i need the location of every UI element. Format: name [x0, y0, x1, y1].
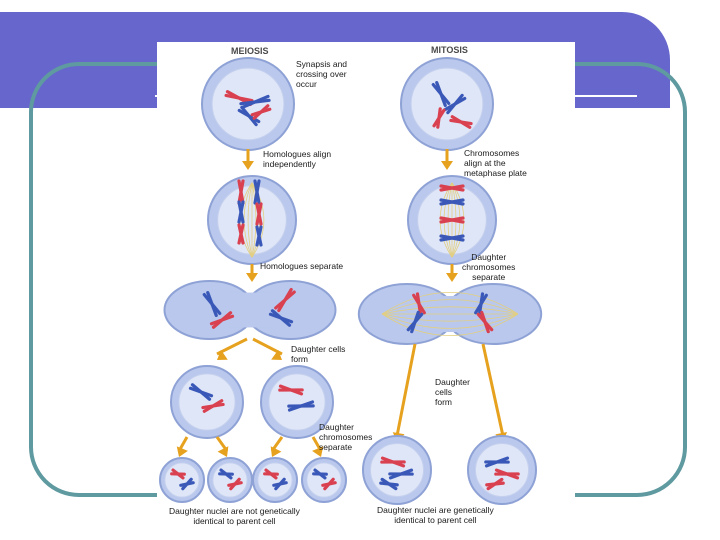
mitosis-cell-1-nucleus — [410, 67, 484, 141]
chromosome — [379, 477, 399, 491]
meiosis-arrow-3b-head — [271, 349, 282, 360]
meiosis-gamete-1-nucleus — [164, 462, 200, 498]
chromosome — [431, 81, 451, 107]
meiosis-arrow-4c-head — [270, 446, 282, 457]
mitosis-arrow-3b — [481, 343, 505, 437]
chromosome — [287, 400, 315, 412]
chromosome — [388, 468, 414, 480]
meiosis-arrow-1-head — [242, 161, 254, 170]
meiosis-gamete-2-nucleus — [212, 462, 248, 498]
chromosome — [250, 104, 272, 120]
chromosome — [239, 94, 271, 110]
chromosome — [255, 202, 263, 226]
chromosome — [209, 311, 235, 329]
meiosis-gamete-3-nucleus — [257, 462, 293, 498]
mitosis-spindle-3-fiber — [381, 313, 519, 329]
homologues-separate-label: Homologues separate — [260, 261, 344, 271]
meiosis-daughter-cell-2-nucleus — [268, 373, 326, 431]
meiosis-spindle-2-fiber — [251, 182, 257, 258]
chromosome — [439, 234, 465, 242]
mitosis-header: MITOSIS — [431, 45, 468, 55]
meiosis-gamete-4-nucleus — [306, 462, 342, 498]
mitosis-spindle-3-fiber — [381, 306, 519, 315]
chromosome — [412, 292, 426, 316]
chromosome — [201, 399, 225, 413]
meiosis-header: MEIOSIS — [231, 46, 269, 56]
synapsis-label: Synapsis and crossing over occur — [296, 59, 348, 89]
chromosome — [237, 105, 261, 127]
chromosome — [449, 115, 473, 129]
chromosome — [268, 309, 294, 327]
chromosome — [202, 291, 222, 317]
mitosis-daughter-cells-form-label: Daughter cells form — [435, 377, 470, 407]
chromosome — [439, 184, 465, 192]
chromosome — [253, 179, 261, 205]
mitosis-daughter-cell-2-nucleus — [474, 442, 530, 498]
meiosis-arrow-4a-head — [176, 446, 188, 457]
mitosis-spindle-3-fiber — [381, 313, 519, 322]
cell-illustrations — [159, 57, 543, 505]
meiosis-dividing-cell-bridge — [227, 292, 273, 328]
chromosome — [237, 223, 245, 245]
chromosome — [263, 468, 279, 480]
meiosis-arrow-2-head — [246, 273, 258, 282]
mitosis-spindle-3-fiber — [381, 313, 519, 336]
chromosome — [380, 456, 406, 468]
meiosis-mitosis-figure: MEIOSIS MITOSIS Synapsis and crossing ov… — [157, 42, 575, 532]
mitosis-arrow-2-head — [446, 273, 458, 282]
identical-label: Daughter nuclei are genetically identica… — [377, 505, 494, 525]
chromosome — [272, 477, 288, 491]
chromosome — [494, 468, 520, 480]
meiosis-arrow-4b-head — [217, 446, 229, 457]
chromosome — [312, 468, 328, 480]
meiosis-chromosomes-separate-label: Daughter chromosomes separate — [319, 422, 373, 452]
chromosome — [278, 384, 304, 396]
chromosome — [179, 477, 195, 491]
chromosome — [476, 310, 494, 334]
chromosome — [274, 287, 296, 313]
daughter-cells-form-label: Daughter cells form — [291, 344, 346, 364]
chromosome — [237, 179, 245, 205]
chromosomes-align-label: Chromosomes align at the metaphase plate — [464, 148, 527, 178]
chromosome — [443, 93, 467, 115]
mitosis-spindle-3-fiber — [381, 292, 519, 315]
mitosis-arrow-1-head — [441, 161, 453, 170]
chromosome — [321, 477, 337, 491]
chromosome — [237, 200, 245, 224]
chromosome — [439, 216, 465, 224]
mitosis-chromosomes-separate-label: Daughter chromosomes separate — [462, 252, 516, 282]
chromosome — [255, 225, 263, 247]
chromosome — [218, 468, 234, 480]
mitosis-arrow-3a — [395, 343, 417, 437]
chromosome — [170, 468, 186, 480]
meiosis-arrow-3a-head — [217, 349, 228, 360]
chromosome — [485, 477, 505, 491]
meiosis-daughter-cell-1-nucleus — [178, 373, 236, 431]
homologues-align-label: Homologues align independently — [263, 149, 332, 169]
chromosome — [439, 198, 465, 206]
meiosis-arrow-4d-head — [312, 446, 324, 457]
chromosome — [484, 456, 510, 468]
chromosome — [227, 477, 243, 491]
not-identical-label: Daughter nuclei are not genetically iden… — [169, 506, 300, 526]
chromosome — [474, 292, 488, 316]
meiosis-spindle-2-fiber — [247, 182, 253, 258]
chromosome — [432, 107, 446, 129]
chromosome — [188, 383, 214, 401]
mitosis-spindle-3-fiber — [381, 299, 519, 315]
chromosome — [406, 310, 424, 334]
